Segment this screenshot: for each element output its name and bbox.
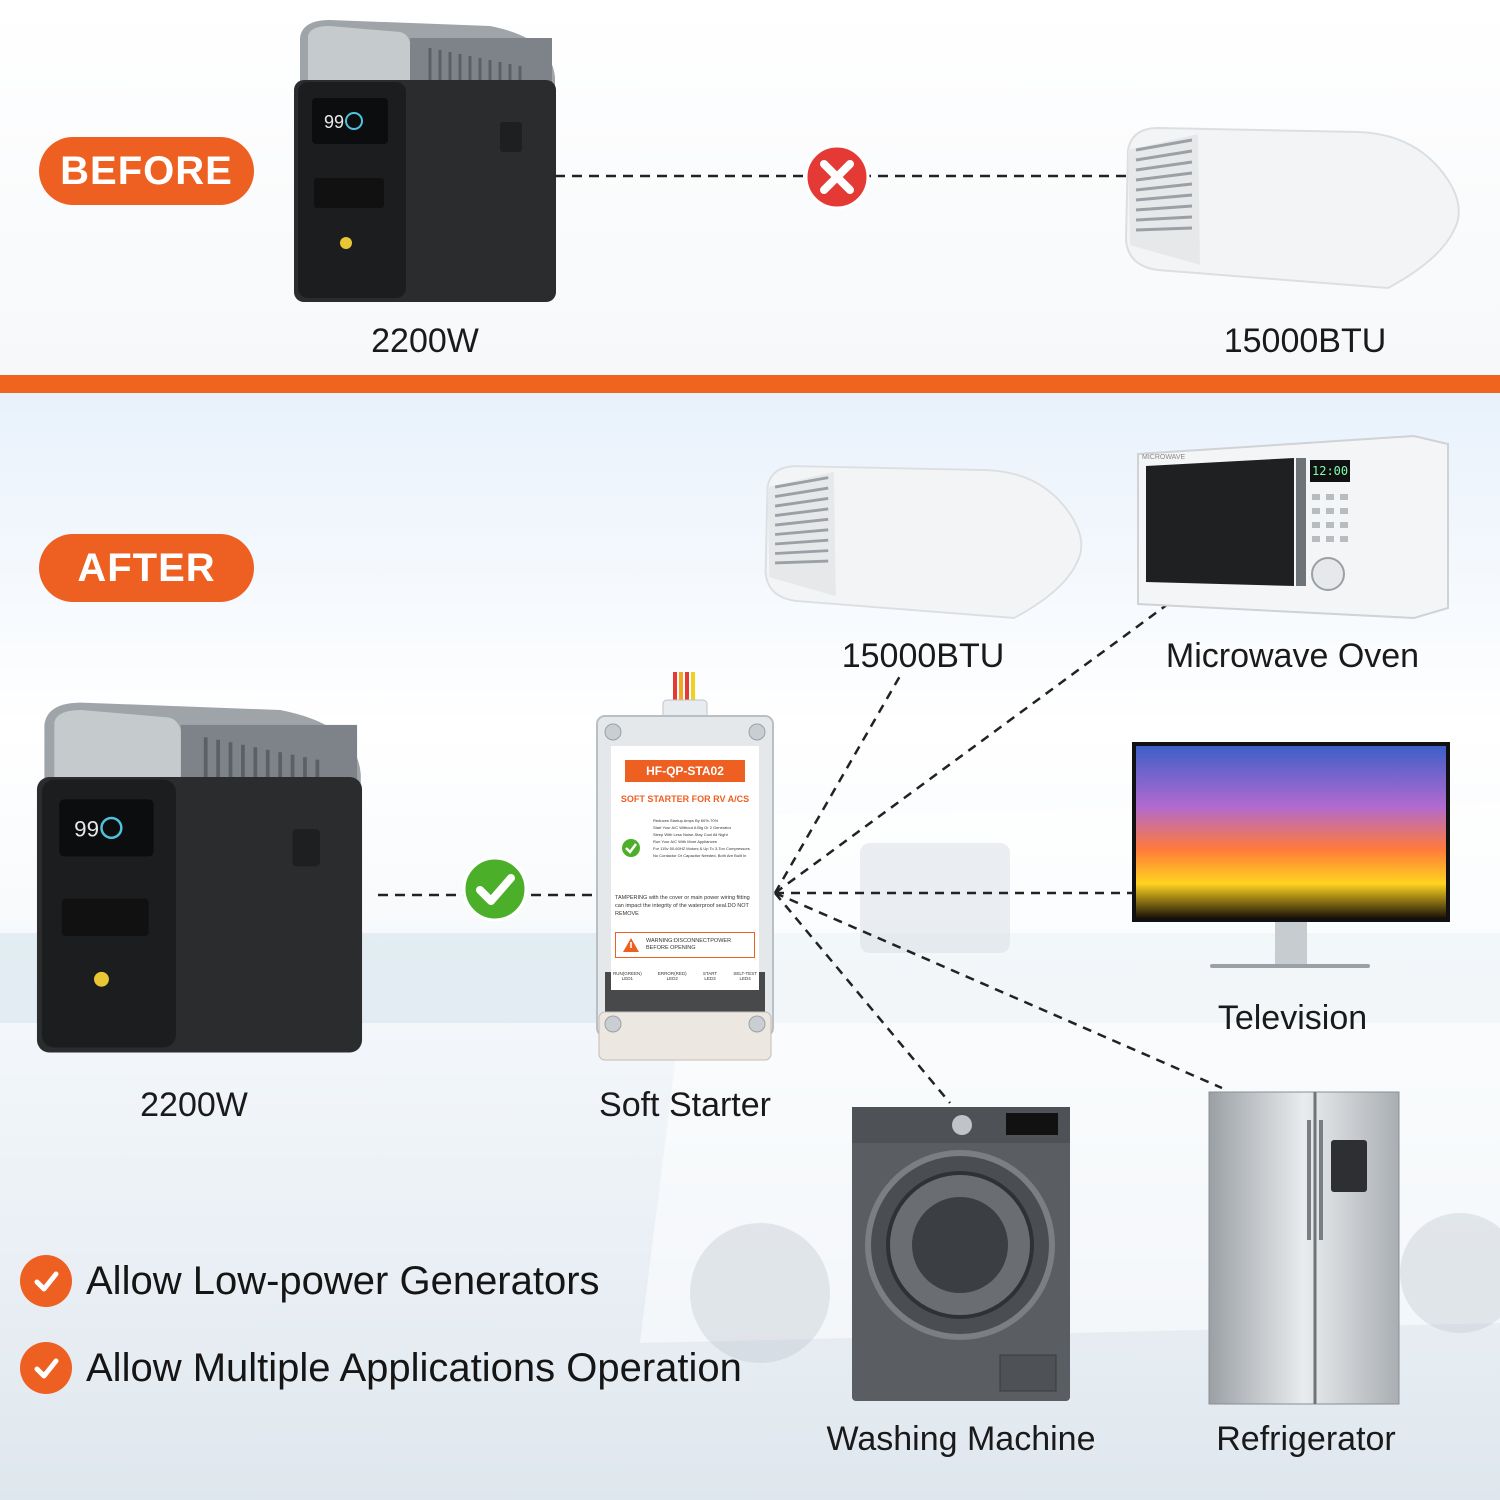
microwave-oven-image: MICROWAVE 12:00 (1134, 432, 1452, 622)
feature-item: Sleep With Less Noise-Stay Cool All Nigh… (653, 832, 728, 837)
feature-item: Reduces Startup Amps By 60%-70% (653, 818, 719, 823)
rv-air-conditioner-image (758, 458, 1090, 630)
after-badge: AFTER (39, 534, 254, 602)
refrigerator-image (1207, 1090, 1401, 1406)
before-connection-line (555, 174, 1130, 178)
microwave-brand: MICROWAVE (1142, 454, 1186, 461)
section-divider (0, 375, 1500, 393)
led-indicator: RUN(GREEN)LED1 (613, 971, 642, 981)
feature-item: Run Your A/C With More Appliances (653, 839, 717, 844)
check-circle-icon (460, 854, 530, 924)
before-generator-label: 2200W (371, 322, 479, 360)
soft-starter-warning: WARNING:DISCONNECTPOWER BEFORE OPENING (615, 932, 755, 958)
power-station-image: 99 (32, 700, 367, 1060)
benefit-item: Allow Low-power Generators (20, 1255, 600, 1307)
warning-icon (623, 938, 639, 952)
soft-starter-model: HF-QP-STA02 (625, 760, 745, 782)
benefit-text: Allow Low-power Generators (86, 1258, 600, 1303)
feature-item: Start Your A/C Without A Big Or 2 Genera… (653, 825, 732, 830)
soft-starter-check-icon (621, 838, 641, 858)
washing-machine-image (850, 1105, 1072, 1403)
television-image (1130, 740, 1452, 975)
feature-item: For 115v 50-60HZ Motors & Up To 3-Ton Co… (653, 846, 750, 851)
microwave-label: Microwave Oven (1165, 637, 1420, 675)
before-ac-label: 15000BTU (1223, 322, 1387, 360)
power-station-image: 99 (290, 18, 560, 308)
svg-text:99: 99 (324, 112, 344, 132)
benefit-item: Allow Multiple Applications Operation (20, 1342, 742, 1394)
refrigerator-label: Refrigerator (1216, 1420, 1396, 1458)
ac-label: 15000BTU (841, 637, 1005, 675)
x-circle-icon (803, 143, 871, 211)
soft-starter-subtitle: SOFT STARTER FOR RV A/CS (620, 794, 750, 804)
soft-starter-tamper-note: TAMPERING with the cover or main power w… (615, 895, 750, 917)
after-generator-label: 2200W (140, 1086, 248, 1124)
svg-text:99: 99 (74, 817, 99, 842)
washing-machine-label: Washing Machine (826, 1420, 1096, 1458)
benefit-text: Allow Multiple Applications Operation (86, 1345, 742, 1390)
check-icon (20, 1342, 72, 1394)
microwave-display: 12:00 (1312, 464, 1349, 478)
feature-item: No Contactor Or Capacitor Needed, Both A… (653, 853, 747, 858)
before-badge: BEFORE (39, 137, 254, 205)
rv-air-conditioner-image (1118, 120, 1468, 300)
television-label: Television (1217, 999, 1368, 1037)
soft-starter-image: HF-QP-STA02 SOFT STARTER FOR RV A/CS Red… (595, 672, 775, 1062)
check-icon (20, 1255, 72, 1307)
soft-starter-label: Soft Starter (599, 1086, 771, 1124)
led-indicator: ERROR(RED)LED2 (657, 971, 687, 981)
soft-starter-features: Reduces Startup Amps By 60%-70% Start Yo… (653, 817, 757, 859)
